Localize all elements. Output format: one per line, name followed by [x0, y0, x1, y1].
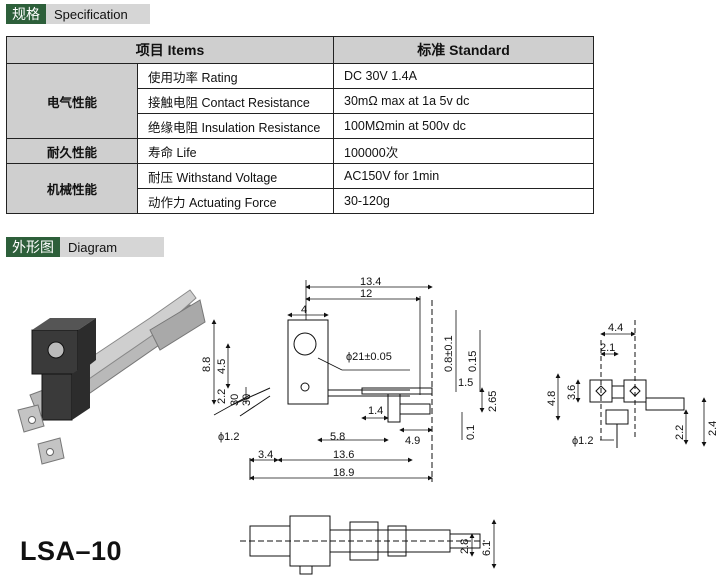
model-number: LSA–10: [20, 536, 123, 566]
dim-13-6: 13.6: [333, 449, 354, 461]
table-row: 电气性能 使用功率 Rating DC 30V 1.4A: [6, 63, 594, 139]
header-standard: 标准 Standard: [333, 36, 594, 64]
value-cell: DC 30V 1.4A: [333, 63, 594, 89]
dim-2-2: 2.2: [216, 389, 228, 404]
item-cell: 动作力 Actuating Force: [137, 188, 334, 214]
side-dim-2-1: 2.1: [600, 342, 615, 354]
bottom-dim-2-8: 2.8: [459, 539, 471, 554]
dim-5-8: 5.8: [330, 431, 345, 443]
table-row: 机械性能 耐压 Withstand Voltage AC150V for 1mi…: [6, 163, 594, 214]
spec-header-en: Specification: [46, 4, 150, 24]
spec-header-zh: 规格: [6, 4, 46, 24]
bottom-dim-6-1: 6.1: [481, 541, 493, 556]
dim-0-8: 0.8±0.1: [443, 335, 455, 372]
dim-0-15: 0.15: [467, 351, 479, 372]
dim-phi21: ϕ21±0.05: [346, 351, 392, 363]
dim-30-a: 30: [229, 394, 241, 406]
value-cell: 100000次: [333, 138, 594, 164]
category-electrical: 电气性能: [6, 63, 138, 139]
value-cell: 30mΩ max at 1a 5v dc: [333, 88, 594, 114]
item-cell: 绝缘电阻 Insulation Resistance: [137, 113, 334, 139]
item-cell: 使用功率 Rating: [137, 63, 334, 89]
bottom-view: [240, 515, 485, 575]
dim-4: 4: [301, 304, 307, 316]
diagram-section-header: 外形图 Diagram: [6, 237, 164, 257]
table-row: 耐久性能 寿命 Life 100000次: [6, 138, 594, 164]
front-view: [231, 300, 433, 482]
item-cell: 寿命 Life: [137, 138, 334, 164]
dim-phi1-2: ϕ1.2: [218, 431, 239, 443]
diagram-header-zh: 外形图: [6, 237, 60, 257]
side-dim-3-6: 3.6: [566, 385, 578, 400]
side-dim-2-4: 2.4: [707, 421, 719, 436]
table-row: 绝缘电阻 Insulation Resistance 100MΩmin at 5…: [7, 113, 594, 139]
side-dim-phi1-2: ϕ1.2: [572, 435, 593, 447]
value-cell: 100MΩmin at 500v dc: [333, 113, 594, 139]
dim-4-5: 4.5: [216, 359, 228, 374]
spec-table: 项目 Items 标准 Standard 电气性能 使用功率 Rating DC…: [6, 36, 594, 214]
dim-0-1: 0.1: [465, 425, 477, 440]
diagram-header-en: Diagram: [60, 237, 164, 257]
dim-30-b: 30: [241, 394, 253, 406]
value-cell: 30-120g: [333, 188, 594, 214]
front-view-dimension-lines: [211, 280, 485, 481]
side-dim-4-8: 4.8: [546, 391, 558, 406]
category-durability: 耐久性能: [6, 138, 138, 164]
table-row: 接触电阻 Contact Resistance 30mΩ max at 1a 5…: [7, 88, 594, 114]
spec-section-header: 规格 Specification: [6, 4, 150, 24]
dim-2-65: 2.65: [487, 391, 499, 412]
header-items: 项目 Items: [6, 36, 334, 64]
product-photo: [17, 289, 206, 465]
side-view-dimension-lines: [555, 331, 707, 447]
dim-1-5: 1.5: [458, 377, 473, 389]
table-header-row: 项目 Items 标准 Standard: [6, 36, 594, 64]
dim-12: 12: [360, 288, 372, 300]
dim-18-9: 18.9: [333, 467, 354, 479]
side-view: [589, 320, 685, 448]
dim-1-4: 1.4: [368, 405, 383, 417]
dim-8-8: 8.8: [201, 357, 213, 372]
dim-13-4: 13.4: [360, 276, 381, 288]
side-dim-2-2: 2.2: [674, 425, 686, 440]
side-dim-4-4: 4.4: [608, 322, 623, 334]
table-row: 动作力 Actuating Force 30-120g: [7, 188, 594, 214]
bottom-view-dimension-lines: [469, 519, 497, 569]
dim-4-9: 4.9: [405, 435, 420, 447]
dim-3-4: 3.4: [258, 449, 273, 461]
item-cell: 接触电阻 Contact Resistance: [137, 88, 334, 114]
category-mechanical: 机械性能: [6, 163, 138, 214]
